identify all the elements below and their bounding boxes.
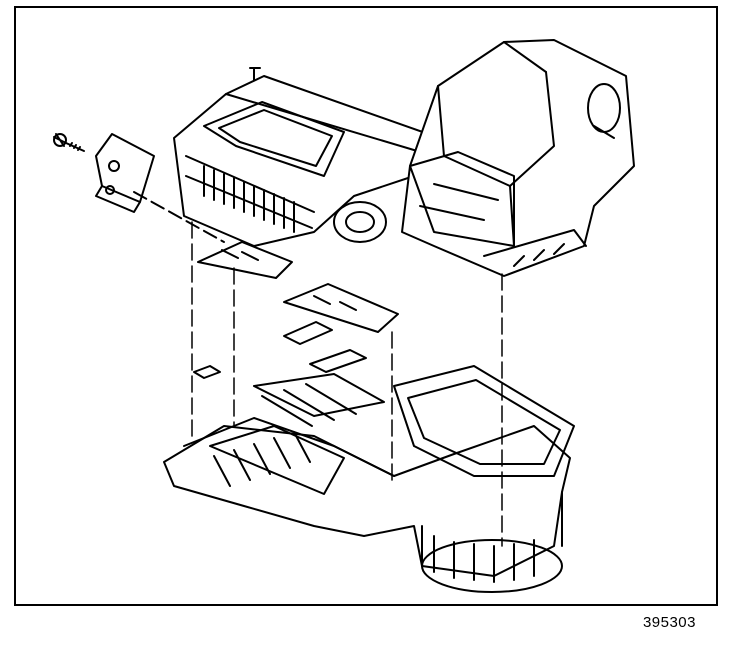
- diagram-frame: [14, 6, 718, 606]
- alignment-lines: [191, 221, 503, 547]
- seal-strip-rear: [283, 283, 399, 333]
- heater-case: [401, 39, 635, 277]
- lower-housing: [163, 365, 575, 593]
- screw: [53, 133, 85, 152]
- upper-housing: [173, 67, 445, 247]
- hvac-module-exploded-diagram: [53, 39, 635, 593]
- mounting-bracket: [95, 133, 155, 213]
- figure-id-label: 395303: [642, 614, 696, 631]
- seal-strip-front: [197, 241, 293, 279]
- seal-strip-small: [193, 321, 367, 379]
